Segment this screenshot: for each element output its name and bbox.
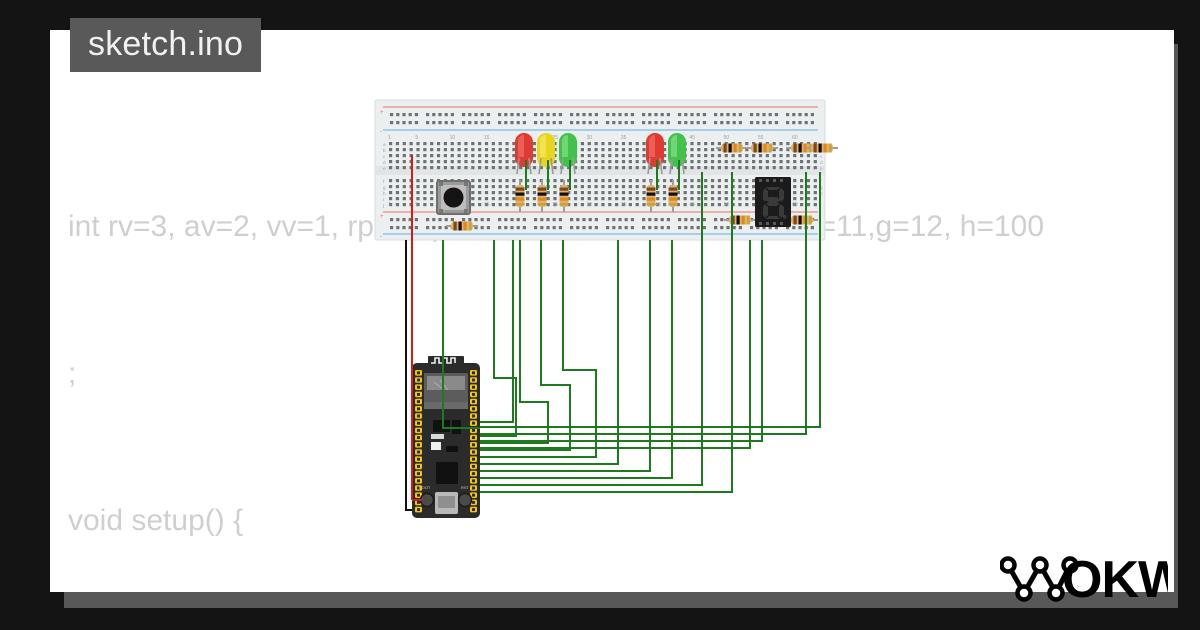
svg-text:25: 25 <box>552 135 558 141</box>
code-line: void setup() { <box>68 504 244 537</box>
svg-text:50: 50 <box>724 202 730 208</box>
svg-text:i: i <box>383 197 384 202</box>
wire-signal <box>480 240 751 449</box>
wire-signal <box>480 240 597 458</box>
svg-text:c: c <box>820 154 823 159</box>
svg-text:35: 35 <box>621 202 627 208</box>
svg-text:-: - <box>380 234 382 240</box>
svg-text:e: e <box>820 166 823 171</box>
svg-text:5: 5 <box>415 135 418 141</box>
svg-text:BOOT: BOOT <box>419 485 431 490</box>
led-green-1[interactable] <box>559 133 577 175</box>
svg-text:45: 45 <box>689 135 695 141</box>
svg-text:-: - <box>380 129 382 135</box>
svg-text:c: c <box>383 154 386 159</box>
raspberry-pi-pico-w[interactable]: BOOT RST <box>412 356 480 518</box>
circuit-diagram[interactable]: + - + - 11551010151520202525303035354040… <box>50 30 1174 592</box>
svg-text:60: 60 <box>792 202 798 208</box>
wire-signal <box>480 240 763 442</box>
svg-text:5: 5 <box>415 202 418 208</box>
svg-text:h: h <box>820 191 823 196</box>
svg-text:50: 50 <box>724 135 730 141</box>
led-red-2[interactable] <box>646 133 664 175</box>
svg-text:30: 30 <box>587 135 593 141</box>
code-line: ; <box>68 357 77 390</box>
wire-signal <box>480 240 571 451</box>
wire-signal <box>480 240 517 437</box>
led-green-2[interactable] <box>668 133 686 175</box>
wire-signal <box>442 240 480 429</box>
svg-text:a: a <box>383 142 386 147</box>
project-card: int rv=3, av=2, vv=1, rp=5,vp=4, a=6,b=7… <box>50 30 1174 592</box>
wokwi-wordmark: OKWi <box>1062 551 1168 607</box>
wire-signal <box>480 240 673 479</box>
svg-text:40: 40 <box>655 202 661 208</box>
svg-text:+: + <box>380 110 384 116</box>
led-red-1[interactable] <box>515 133 533 175</box>
svg-text:25: 25 <box>552 202 558 208</box>
svg-text:10: 10 <box>450 135 456 141</box>
svg-text:1: 1 <box>388 135 391 141</box>
wokwi-w-nodes <box>999 556 1079 602</box>
svg-text:b: b <box>383 148 386 153</box>
wire-ground <box>405 240 412 511</box>
wokwi-logo: OKWi <box>999 551 1200 612</box>
svg-text:g: g <box>820 185 823 190</box>
svg-text:j: j <box>382 203 384 208</box>
svg-text:55: 55 <box>758 135 764 141</box>
wire-signal <box>480 240 549 444</box>
wire-bundle[interactable] <box>405 155 821 511</box>
svg-text:g: g <box>383 185 386 190</box>
wire-signal <box>480 172 807 435</box>
breadboard[interactable]: + - + - 11551010151520202525303035354040… <box>374 99 826 241</box>
file-tab-sketch-ino[interactable]: sketch.ino <box>70 18 262 72</box>
wire-signal <box>480 172 821 428</box>
wire-signal <box>480 240 651 472</box>
svg-text:15: 15 <box>484 202 490 208</box>
wire-signal <box>480 172 733 493</box>
svg-text:h: h <box>383 191 386 196</box>
wire-signal <box>480 240 619 465</box>
svg-text:f: f <box>383 179 385 184</box>
seven-segment-display[interactable] <box>755 177 791 227</box>
led-yellow-1[interactable] <box>537 133 555 175</box>
svg-text:e: e <box>383 166 386 171</box>
svg-text:60: 60 <box>792 135 798 141</box>
svg-text:30: 30 <box>587 202 593 208</box>
pushbutton[interactable] <box>436 180 471 215</box>
svg-text:d: d <box>820 160 823 165</box>
svg-text:45: 45 <box>689 202 695 208</box>
svg-text:d: d <box>383 160 386 165</box>
svg-text:+: + <box>380 214 384 220</box>
wire-signal <box>480 172 703 486</box>
svg-text:15: 15 <box>484 135 490 141</box>
svg-text:RST: RST <box>461 485 470 490</box>
wire-signal <box>480 240 514 423</box>
svg-text:35: 35 <box>621 135 627 141</box>
svg-text:1: 1 <box>388 202 391 208</box>
